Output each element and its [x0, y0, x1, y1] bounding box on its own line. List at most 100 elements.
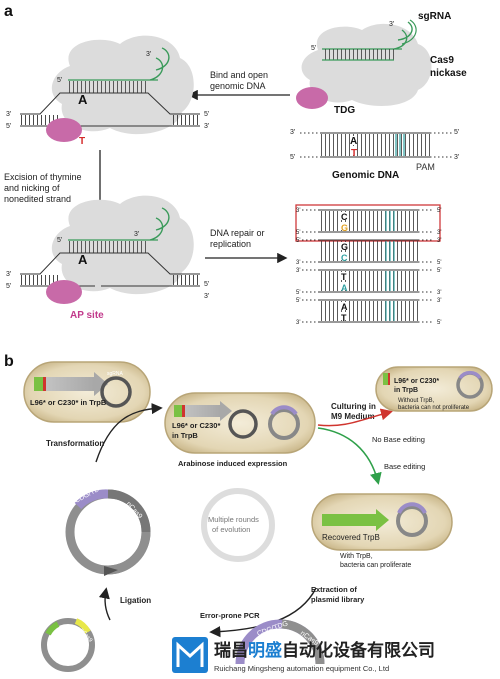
- culturing-label-2: M9 Medium: [331, 412, 375, 421]
- nickase-label: nickase: [430, 68, 467, 79]
- gdna-base-a: A: [350, 136, 357, 147]
- tdg-blob-c2: [46, 280, 82, 304]
- without-label-1: Without TrpB,: [398, 398, 435, 404]
- extraction-label-2: plasmid library: [311, 595, 365, 604]
- no-base-editing-label: No Base editing: [372, 435, 425, 444]
- cycle-arrow-to-dish2: [95, 402, 163, 463]
- c2-rna-prime3: 3': [134, 231, 139, 238]
- tdg-blob: [296, 87, 328, 109]
- c2-prime3-left: 3': [6, 271, 11, 278]
- plasmid-large: CDG/TDG nCas9: [65, 483, 151, 576]
- excision-label-2: and nicking of: [4, 183, 60, 193]
- extraction-label-1: Extraction of: [311, 585, 357, 594]
- c1-rna-prime5: 5': [57, 77, 62, 84]
- result-prime: 5': [296, 238, 300, 244]
- recovered-trpb-label: Recovered TrpB: [322, 533, 380, 542]
- company-name-en: Ruichang Mingsheng automation equipment …: [214, 664, 389, 673]
- with-trpb-label-2: bacteria can proliferate: [340, 562, 411, 569]
- c2-rna-prime5: 5': [57, 237, 62, 244]
- repair-results: CG3'5'5'3'GC5'3'3'5'TA3'5'5'3'AT5'3'3'5': [296, 208, 441, 326]
- result-prime: 5': [296, 230, 300, 236]
- ap-site-label: AP site: [70, 310, 104, 321]
- transformation-label: Transformation: [46, 439, 104, 448]
- result-prime: 3': [296, 260, 300, 266]
- result-prime: 3': [296, 208, 300, 214]
- genomic-dna-duplex: 3' 5' 5' 3' A T PAM Genomic DNA: [290, 129, 459, 181]
- evolution-cycle-ring: [201, 488, 275, 562]
- error-prone-pcr-label: Error-prone PCR: [200, 611, 260, 620]
- bind-open-label-1: Bind and open: [210, 70, 268, 80]
- without-label-2: bacteria can not proliferate: [398, 405, 470, 411]
- c1-base-a: A: [78, 92, 88, 107]
- dna-repair-label-2: replication: [210, 239, 251, 249]
- result-prime: 3': [296, 268, 300, 274]
- result-prime: 3': [437, 230, 441, 236]
- sgrna-prime5: 5': [311, 45, 316, 52]
- repair-result-3: TA3'5'5'3': [296, 268, 441, 296]
- result-prime: 3': [437, 298, 441, 304]
- c1-prime5-right: 5': [204, 111, 209, 118]
- result-prime: 3': [296, 320, 300, 326]
- result-prime: 5': [437, 320, 441, 326]
- result-prime: 5': [296, 298, 300, 304]
- base-editing-arrow: [317, 427, 382, 485]
- result-prime: 5': [437, 268, 441, 274]
- result-prime: 5': [296, 290, 300, 296]
- rna-ladder: [324, 49, 394, 60]
- repair-result-1: CG3'5'5'3': [296, 208, 441, 236]
- result-top-base: G: [341, 242, 348, 252]
- repair-result-4: AT5'3'3'5': [296, 298, 441, 326]
- sgrna-prime3: 3': [389, 21, 394, 28]
- tdg-label: TDG: [334, 105, 355, 116]
- plasmid-small: nCas9: [41, 618, 95, 672]
- dish3-text-2: in TrpB: [394, 387, 418, 394]
- multiple-rounds-label-2: of evolution: [212, 525, 250, 534]
- panel-a-label: a: [4, 3, 13, 20]
- dish-2: L96* or C230* in TrpB: [164, 392, 316, 454]
- cas9-label: Cas9: [430, 55, 454, 66]
- bind-open-label-2: genomic DNA: [210, 81, 266, 91]
- gdna-base-t: T: [351, 148, 357, 159]
- dish-3: L96* or C230* in TrpB Without TrpB, bact…: [375, 366, 493, 412]
- tdg-blob-c1: [46, 118, 82, 142]
- repair-result-2: GC 5' 3' 3' 5': [296, 238, 441, 266]
- dish-4: Recovered TrpB: [311, 493, 453, 551]
- c2-base-a: A: [78, 252, 88, 267]
- result-bottom-base: G: [341, 223, 348, 233]
- result-prime: 3': [437, 290, 441, 296]
- result-bottom-base: T: [341, 313, 347, 323]
- c1-prime3-right: 3': [204, 123, 209, 130]
- excision-label-3: nonedited strand: [4, 194, 71, 204]
- c1-prime5-left: 5': [6, 123, 11, 130]
- result-bottom-base: C: [341, 253, 348, 263]
- dna-repair-label-1: DNA repair or: [210, 228, 265, 238]
- ncas9-label-small: nCas9: [78, 627, 93, 643]
- dish1-sgrna: sgRNA: [107, 371, 124, 377]
- ligation-label: Ligation: [120, 596, 151, 605]
- base-editing-label: Base editing: [384, 462, 425, 471]
- gdna-prime3-right: 3': [454, 154, 459, 161]
- gdna-prime3-left: 3': [290, 129, 295, 136]
- gdna-prime5-right: 5': [454, 129, 459, 136]
- dish2-text-1: L96* or C230*: [172, 421, 220, 430]
- dish3-text-1: L96* or C230*: [394, 378, 439, 385]
- c1-base-t: T: [79, 136, 85, 147]
- result-top-base: T: [341, 272, 347, 282]
- c1-prime3-left: 3': [6, 111, 11, 118]
- dish1-text: L96* or C230* in TrpB: [30, 398, 107, 407]
- arabinose-label: Arabinose induced expression: [178, 459, 288, 468]
- multiple-rounds-label-1: Multiple rounds: [208, 515, 259, 524]
- c1-rna-prime3: 3': [146, 51, 151, 58]
- dish2-text-2: in TrpB: [172, 431, 198, 440]
- result-prime: 5': [437, 260, 441, 266]
- pam-label: PAM: [416, 162, 435, 172]
- cycle-arrow-ligation: [98, 587, 111, 621]
- with-trpb-label-1: With TrpB,: [340, 553, 373, 560]
- excision-label-1: Excision of thymine: [4, 172, 82, 182]
- dish-1: sgRNA L96* or C230* in TrpB: [23, 361, 151, 423]
- result-prime: 3': [437, 238, 441, 244]
- c2-prime5-right: 5': [204, 281, 209, 288]
- panel-b-label: b: [4, 353, 14, 370]
- c2-prime3-right: 3': [204, 293, 209, 300]
- company-name-cn: 瑞昌明盛自动化设备有限公司: [214, 640, 435, 660]
